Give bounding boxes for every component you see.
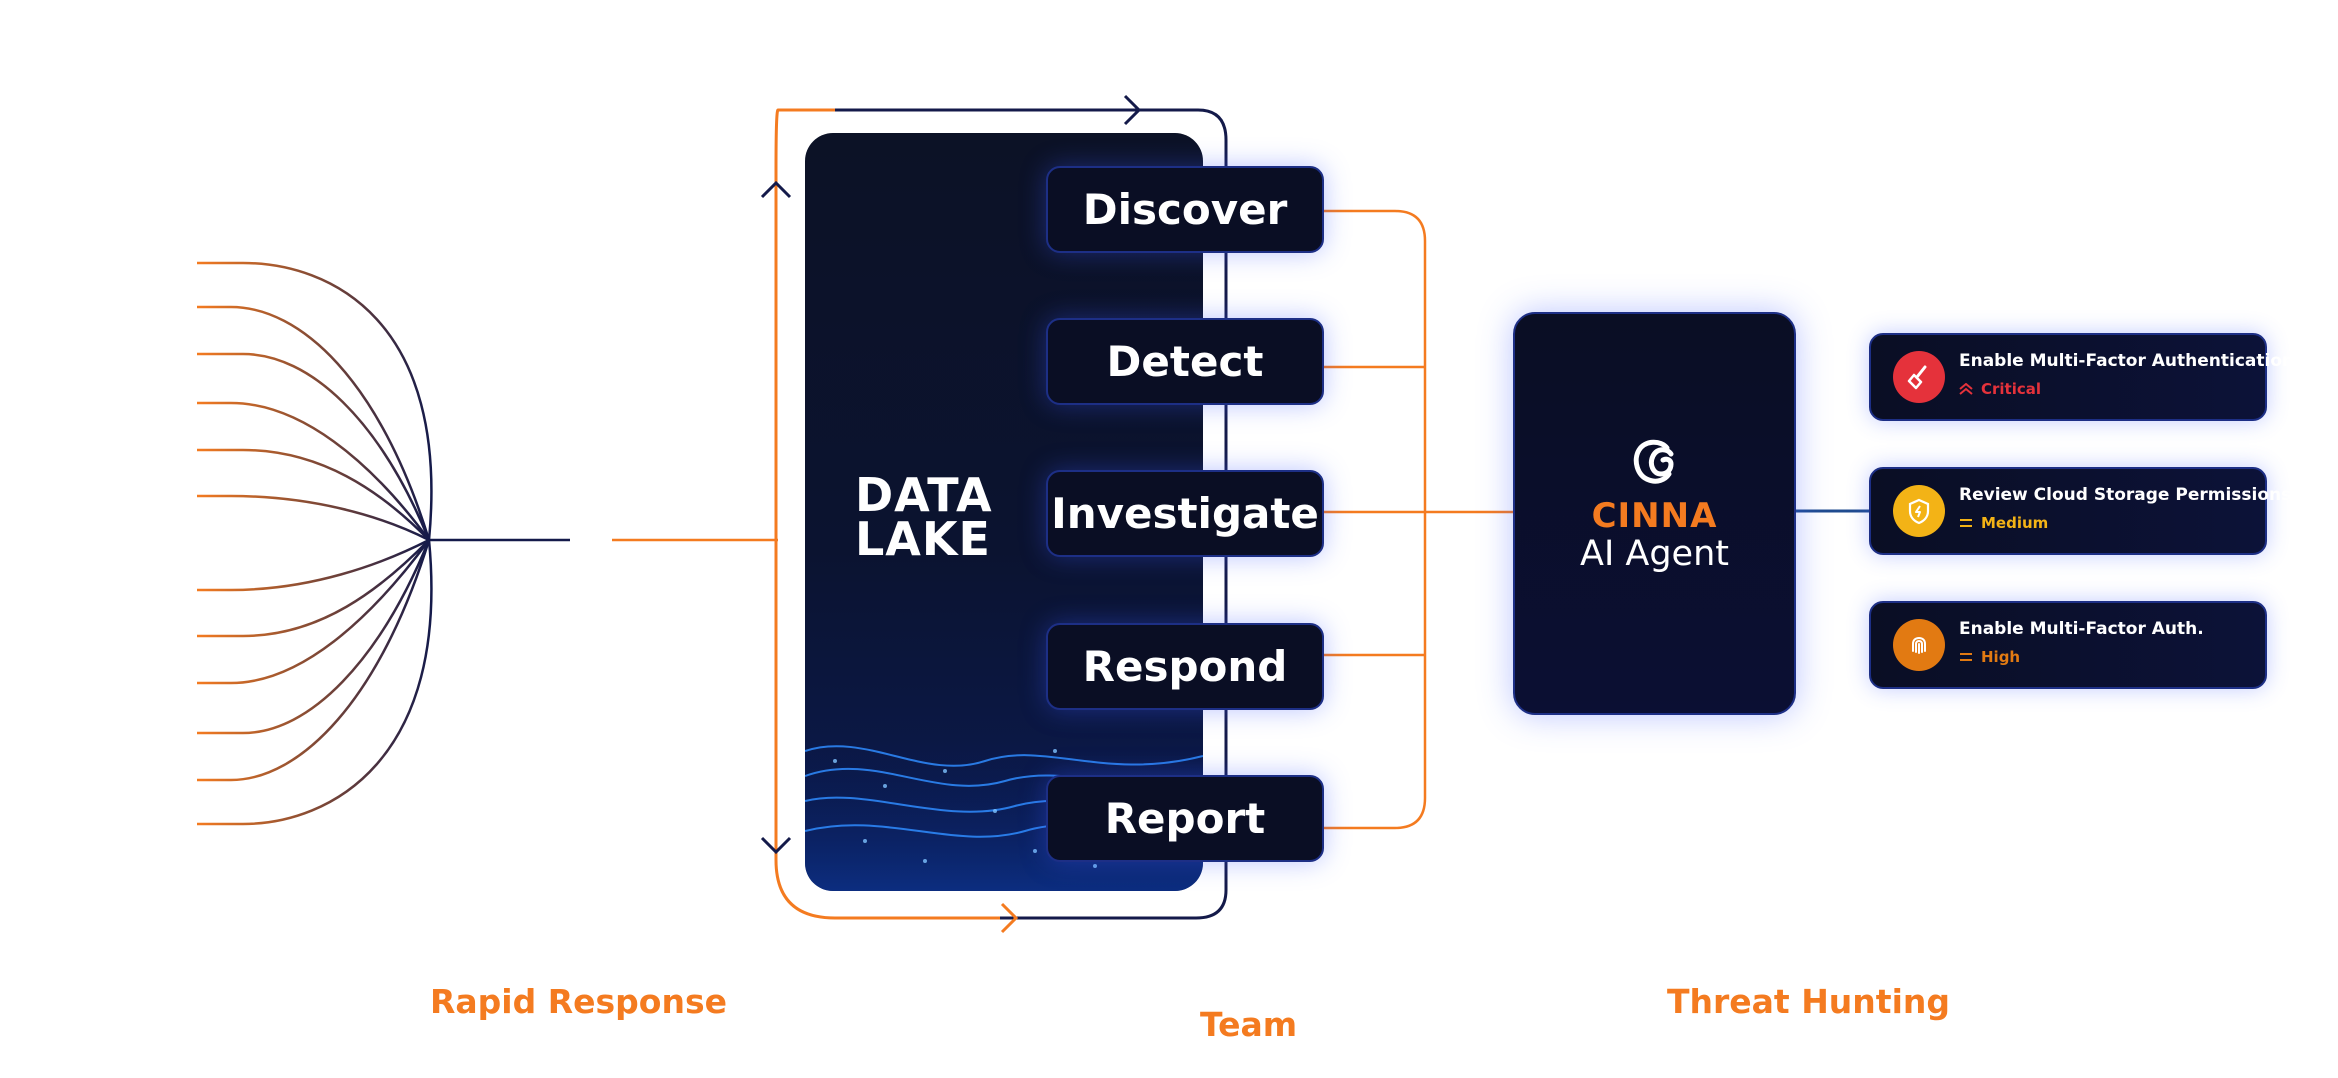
caption-team: Team [1200,1005,1298,1044]
card-title: Enable Multi-Factor Auth. [1959,619,2204,639]
card-title: Enable Multi-Factor Authentication [1959,351,2295,371]
agent-subtitle: AI Agent [1580,534,1729,574]
severity-label: Medium [1959,514,2048,532]
card-title: Review Cloud Storage Permissions [1959,485,2292,505]
step-detect: Detect [1046,318,1324,405]
ai-agent-panel: CINNA AI Agent [1513,312,1796,715]
shield-bolt-icon [1893,485,1945,537]
recommendation-card: Enable Multi-Factor Auth. High [1869,601,2267,689]
data-lake-title: DATA LAKE [855,468,993,566]
equals-icon [1960,519,1972,527]
cinna-logo-icon [1633,439,1674,484]
step-respond: Respond [1046,623,1324,710]
severity-label: Critical [1959,380,2041,398]
caption-rapid-response: Rapid Response [430,982,727,1021]
step-report: Report [1046,775,1324,862]
step-discover: Discover [1046,166,1324,253]
step-investigate: Investigate [1046,470,1324,557]
recommendation-card: Enable Multi-Factor Authentication Criti… [1869,333,2294,421]
equals-icon [1960,653,1972,661]
recommendation-card: Review Cloud Storage Permissions Medium [1869,467,2291,555]
chevrons-up-icon [1959,383,1973,395]
steps-bracket [1320,209,1513,830]
severity-label: High [1959,648,2020,666]
caption-threat-hunting: Threat Hunting [1667,982,1950,1021]
agent-brand: CINNA [1591,496,1718,536]
broom-icon [1893,351,1945,403]
input-fan [197,261,433,826]
fingerprint-icon [1893,619,1945,671]
